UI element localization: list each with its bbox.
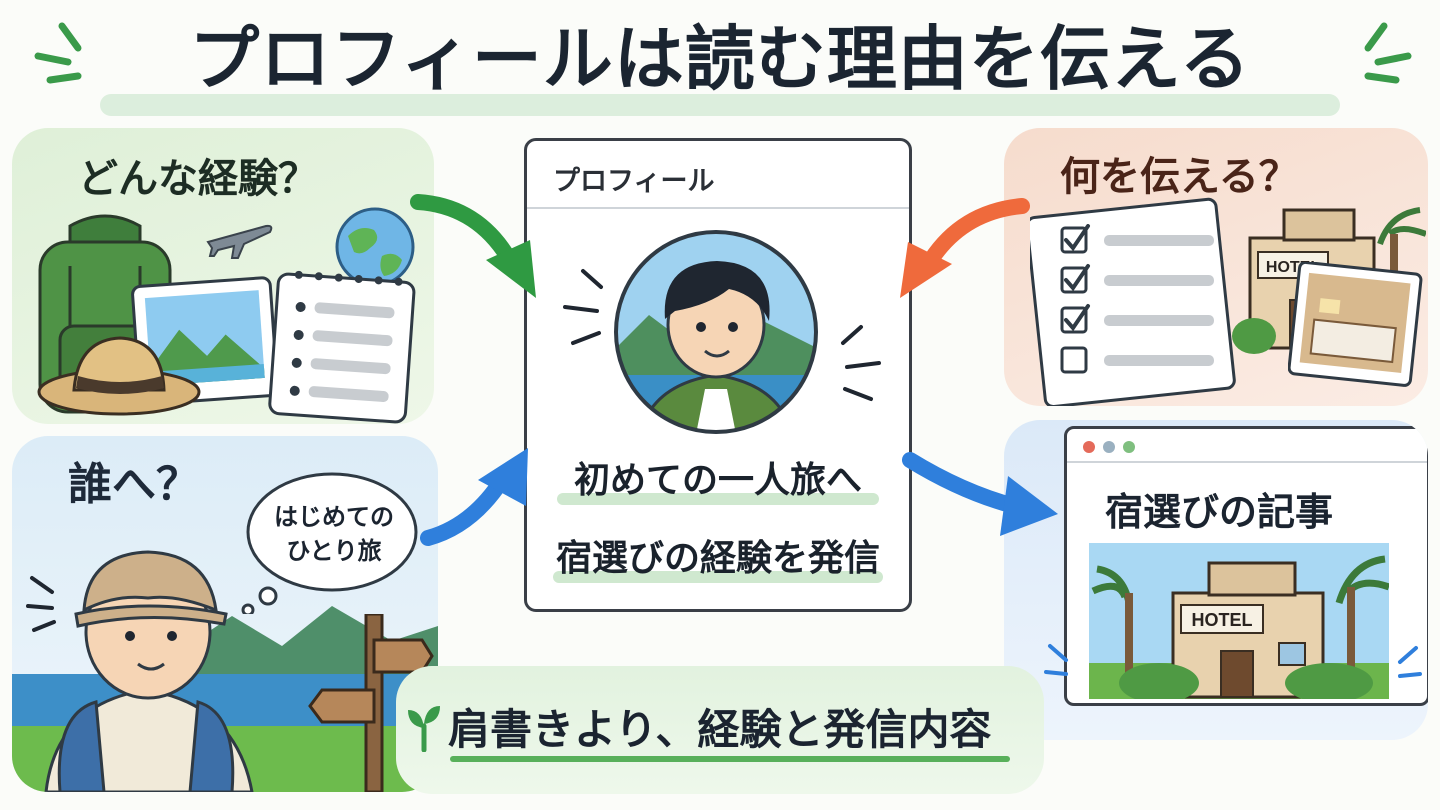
- checklist: [1060, 224, 1230, 394]
- checklist-row: [1060, 264, 1214, 294]
- profile-card-header: プロフィール: [553, 166, 715, 197]
- article-hotel-sign-text: HOTEL: [1192, 610, 1253, 630]
- profile-avatar: [614, 230, 818, 434]
- avatar-emphasis-left-icon: [563, 269, 603, 345]
- content-heading: 何を伝える？: [1060, 154, 1299, 200]
- checklist-row: [1060, 224, 1214, 254]
- article-heading: 宿選びの記事: [1105, 490, 1334, 534]
- checkbox-checked-icon: [1060, 226, 1088, 254]
- page-title: プロフィールは読む理由を伝える: [189, 18, 1251, 100]
- title-highlight: [100, 94, 1340, 116]
- thought-bubble-text: はじめての ひとり旅: [260, 500, 408, 568]
- tagline-box: 肩書きより、経験と発信内容: [396, 666, 1044, 794]
- checklist-row: [1060, 304, 1214, 334]
- check-mark-icon: [1064, 264, 1090, 292]
- check-mark-icon: [1064, 304, 1090, 332]
- audience-panel: 誰へ？ はじめての ひとり旅: [12, 436, 438, 792]
- browser-divider: [1067, 461, 1427, 463]
- bubble-line-1: はじめての: [274, 503, 394, 531]
- signpost-icon: [308, 614, 434, 792]
- arrow-experience-to-profile: [410, 194, 536, 298]
- profile-line-2-highlight: [553, 571, 883, 583]
- profile-line-2: 宿選びの経験を発信: [555, 538, 880, 579]
- checklist-line: [1104, 355, 1214, 366]
- tagline-underline: [450, 756, 1010, 762]
- thought-bubble: [241, 472, 418, 614]
- emphasis-marks-icon: [26, 576, 56, 632]
- profile-line-1: 初めての一人旅へ: [573, 460, 862, 501]
- sprout-icon: [408, 706, 440, 752]
- notebook-icon: [268, 270, 416, 424]
- checkbox-checked-icon: [1060, 266, 1088, 294]
- sparkle-article-left-icon: [1044, 644, 1068, 676]
- article-panel: 宿選びの記事 HOTEL: [1004, 420, 1428, 740]
- experience-panel: どんな経験？: [12, 128, 434, 424]
- window-controls-icon: [1083, 441, 1135, 453]
- article-hotel-image: HOTEL: [1089, 543, 1389, 699]
- sparkle-left-icon: [34, 22, 82, 84]
- checklist-line: [1104, 275, 1214, 286]
- arrow-content-to-profile: [900, 198, 1030, 298]
- bubble-line-2: ひとり旅: [286, 537, 382, 565]
- arrow-audience-to-profile: [420, 448, 528, 546]
- profile-line-1-highlight: [557, 493, 879, 505]
- profile-card-divider: [527, 207, 909, 209]
- arrow-profile-to-article: [902, 452, 1058, 536]
- content-panel: 何を伝える？ HOTEL: [1004, 128, 1428, 406]
- checklist-row: [1060, 346, 1214, 374]
- checklist-items: [1060, 224, 1214, 374]
- checklist-line: [1104, 235, 1214, 246]
- check-mark-icon: [1064, 224, 1090, 252]
- checkbox-checked-icon: [1060, 306, 1088, 334]
- avatar-emphasis-right-icon: [841, 325, 881, 401]
- experience-heading: どんな経験？: [78, 156, 318, 202]
- landscape-photo: [131, 276, 279, 406]
- traveler-illustration: [44, 550, 254, 792]
- sparkle-article-right-icon: [1398, 646, 1422, 678]
- article-browser-window: 宿選びの記事 HOTEL: [1064, 426, 1428, 706]
- airplane-icon: [206, 224, 273, 259]
- profile-card: プロフィール 初めての一人旅へ 宿選びの経験を発信: [524, 138, 912, 612]
- checkbox-empty-icon: [1060, 346, 1088, 374]
- audience-heading: 誰へ？: [68, 459, 200, 510]
- sparkle-right-icon: [1364, 22, 1412, 84]
- checklist-line: [1104, 315, 1214, 326]
- sun-hat-icon: [37, 336, 201, 416]
- hotel-room-photo: [1288, 262, 1423, 387]
- tagline-text: 肩書きより、経験と発信内容: [448, 705, 992, 754]
